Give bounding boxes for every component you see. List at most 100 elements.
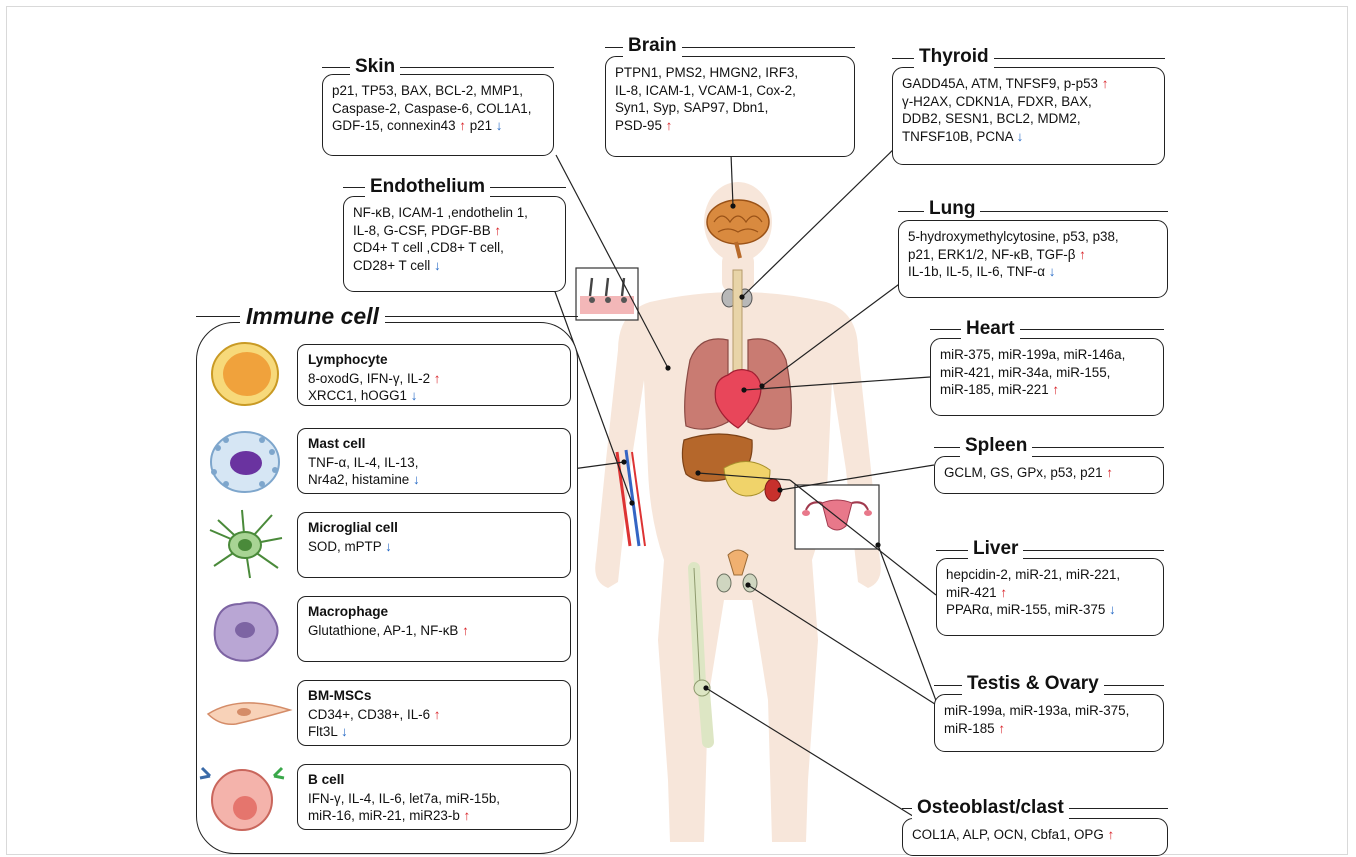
immune-cell-name: BM-MSCs xyxy=(308,687,560,705)
marker-text: p21, TP53, BAX, BCL-2, MMP1, xyxy=(332,83,523,98)
marker-text: miR-421, miR-34a, miR-155, xyxy=(940,365,1110,380)
immune-cell-name: Lymphocyte xyxy=(308,351,560,369)
panel-skin: p21, TP53, BAX, BCL-2, MMP1, Caspase-2, C… xyxy=(322,74,554,156)
marker-line: miR-421, miR-34a, miR-155, xyxy=(940,364,1154,382)
panel-spleen-title: Spleen xyxy=(960,435,1032,457)
marker-line: IL-1b, IL-5, IL-6, TNF-α ↓ xyxy=(908,263,1158,281)
panel-thyroid-title: Thyroid xyxy=(914,46,994,68)
marker-line: CD28+ T cell ↓ xyxy=(353,257,556,275)
immune-cell-b-cell: B cellIFN-γ, IL-4, IL-6, let7a, miR-15b,… xyxy=(297,764,571,830)
marker-text: miR-185 xyxy=(944,721,998,736)
marker-line: DDB2, SESN1, BCL2, MDM2, xyxy=(902,110,1155,128)
marker-line: GADD45A, ATM, TNFSF9, p-p53 ↑ xyxy=(902,75,1155,93)
marker-line: 8-oxodG, IFN-γ, IL-2 ↑ xyxy=(308,370,560,388)
marker-line: Caspase-2, Caspase-6, COL1A1, xyxy=(332,100,544,118)
marker-line: TNFSF10B, PCNA ↓ xyxy=(902,128,1155,146)
immune-cell-bm-mscs: BM-MSCsCD34+, CD38+, IL-6 ↑Flt3L ↓ xyxy=(297,680,571,746)
panel-endothelium-title: Endothelium xyxy=(365,176,490,198)
immune-cell-lymphocyte: Lymphocyte8-oxodG, IFN-γ, IL-2 ↑XRCC1, h… xyxy=(297,344,571,406)
marker-line: IFN-γ, IL-4, IL-6, let7a, miR-15b, xyxy=(308,790,560,808)
marker-text: hepcidin-2, miR-21, miR-221, xyxy=(946,567,1120,582)
panel-brain-title: Brain xyxy=(623,35,682,57)
up-arrow-icon: ↑ xyxy=(998,721,1005,736)
immune-cell-name: Macrophage xyxy=(308,603,560,621)
panel-endothelium: NF-κB, ICAM-1 ,endothelin 1,IL-8, G-CSF,… xyxy=(343,196,566,292)
marker-text: DDB2, SESN1, BCL2, MDM2, xyxy=(902,111,1081,126)
marker-text: Syn1, Syp, SAP97, Dbn1, xyxy=(615,100,768,115)
marker-line: hepcidin-2, miR-21, miR-221, xyxy=(946,566,1154,584)
marker-text: TNF-α, IL-4, IL-13, xyxy=(308,455,418,470)
marker-text: miR-16, miR-21, miR23-b xyxy=(308,808,464,823)
up-arrow-icon: ↑ xyxy=(1000,585,1007,600)
marker-text: GADD45A, ATM, TNFSF9, p-p53 xyxy=(902,76,1102,91)
up-arrow-icon: ↑ xyxy=(434,371,441,386)
marker-line: CD4+ T cell ,CD8+ T cell, xyxy=(353,239,556,257)
down-arrow-icon: ↓ xyxy=(411,388,418,403)
marker-text: IL-8, G-CSF, PDGF-BB xyxy=(353,223,494,238)
immune-cell-name: B cell xyxy=(308,771,560,789)
marker-text: Nr4a2, histamine xyxy=(308,472,413,487)
marker-text: GCLM, GS, GPx, p53, p21 xyxy=(944,465,1106,480)
marker-text: miR-199a, miR-193a, miR-375, xyxy=(944,703,1129,718)
marker-line: Flt3L ↓ xyxy=(308,723,560,741)
marker-text: GDF-15, connexin43 xyxy=(332,118,459,133)
marker-line: CD34+, CD38+, IL-6 ↑ xyxy=(308,706,560,724)
up-arrow-icon: ↑ xyxy=(459,118,466,133)
marker-text: miR-185, miR-221 xyxy=(940,382,1052,397)
panel-thyroid: GADD45A, ATM, TNFSF9, p-p53 ↑γ-H2AX, CDK… xyxy=(892,67,1165,165)
marker-line: miR-199a, miR-193a, miR-375, xyxy=(944,702,1154,720)
marker-line: 5-hydroxymethylcytosine, p53, p38, xyxy=(908,228,1158,246)
marker-line: miR-185 ↑ xyxy=(944,720,1154,738)
marker-line: NF-κB, ICAM-1 ,endothelin 1, xyxy=(353,204,556,222)
panel-testis-ovary: miR-199a, miR-193a, miR-375, miR-185 ↑ xyxy=(934,694,1164,752)
marker-text: Glutathione, AP-1, NF-κB xyxy=(308,623,462,638)
up-arrow-icon: ↑ xyxy=(1052,382,1059,397)
marker-line: p21, TP53, BAX, BCL-2, MMP1, xyxy=(332,82,544,100)
panel-liver-title: Liver xyxy=(968,538,1023,560)
marker-text: PTPN1, PMS2, HMGN2, IRF3, xyxy=(615,65,798,80)
marker-line: IL-8, G-CSF, PDGF-BB ↑ xyxy=(353,222,556,240)
marker-text: p21, ERK1/2, NF-κB, TGF-β xyxy=(908,247,1079,262)
up-arrow-icon: ↑ xyxy=(462,623,469,638)
marker-text: SOD, mPTP xyxy=(308,539,385,554)
marker-line: miR-421 ↑ xyxy=(946,584,1154,602)
up-arrow-icon: ↑ xyxy=(666,118,673,133)
marker-line: GCLM, GS, GPx, p53, p21 ↑ xyxy=(944,464,1154,482)
marker-text: γ-H2AX, CDKN1A, FDXR, BAX, xyxy=(902,94,1092,109)
marker-line: miR-185, miR-221 ↑ xyxy=(940,381,1154,399)
down-arrow-icon: ↓ xyxy=(1049,264,1056,279)
marker-text: IFN-γ, IL-4, IL-6, let7a, miR-15b, xyxy=(308,791,500,806)
down-arrow-icon: ↓ xyxy=(385,539,392,554)
marker-text: 8-oxodG, IFN-γ, IL-2 xyxy=(308,371,434,386)
up-arrow-icon: ↑ xyxy=(1102,76,1109,91)
up-arrow-icon: ↑ xyxy=(1079,247,1086,262)
marker-line: SOD, mPTP ↓ xyxy=(308,538,560,556)
down-arrow-icon: ↓ xyxy=(341,724,348,739)
marker-text: Caspase-2, Caspase-6, COL1A1, xyxy=(332,101,531,116)
panel-heart: miR-375, miR-199a, miR-146a, miR-421, miR… xyxy=(930,338,1164,416)
marker-text: miR-421 xyxy=(946,585,1000,600)
marker-text: p21 xyxy=(466,118,496,133)
immune-cell-name: Microglial cell xyxy=(308,519,560,537)
marker-text: CD4+ T cell ,CD8+ T cell, xyxy=(353,240,504,255)
marker-line: Nr4a2, histamine ↓ xyxy=(308,471,560,489)
down-arrow-icon: ↓ xyxy=(413,472,420,487)
marker-line: IL-8, ICAM-1, VCAM-1, Cox-2, xyxy=(615,82,845,100)
marker-line: XRCC1, hOGG1 ↓ xyxy=(308,387,560,405)
marker-line: PTPN1, PMS2, HMGN2, IRF3, xyxy=(615,64,845,82)
panel-lung: 5-hydroxymethylcytosine, p53, p38,p21, E… xyxy=(898,220,1168,298)
panel-testis-title: Testis & Ovary xyxy=(962,673,1104,695)
down-arrow-icon: ↓ xyxy=(496,118,503,133)
down-arrow-icon: ↓ xyxy=(1109,602,1116,617)
trachea xyxy=(733,270,742,380)
marker-line: Syn1, Syp, SAP97, Dbn1, xyxy=(615,99,845,117)
marker-line: PSD-95 ↑ xyxy=(615,117,845,135)
panel-spleen: GCLM, GS, GPx, p53, p21 ↑ xyxy=(934,456,1164,494)
marker-line: miR-16, miR-21, miR23-b ↑ xyxy=(308,807,560,825)
marker-text: miR-375, miR-199a, miR-146a, xyxy=(940,347,1125,362)
down-arrow-icon: ↓ xyxy=(434,258,441,273)
marker-text: CD28+ T cell xyxy=(353,258,434,273)
marker-text: IL-8, ICAM-1, VCAM-1, Cox-2, xyxy=(615,83,796,98)
